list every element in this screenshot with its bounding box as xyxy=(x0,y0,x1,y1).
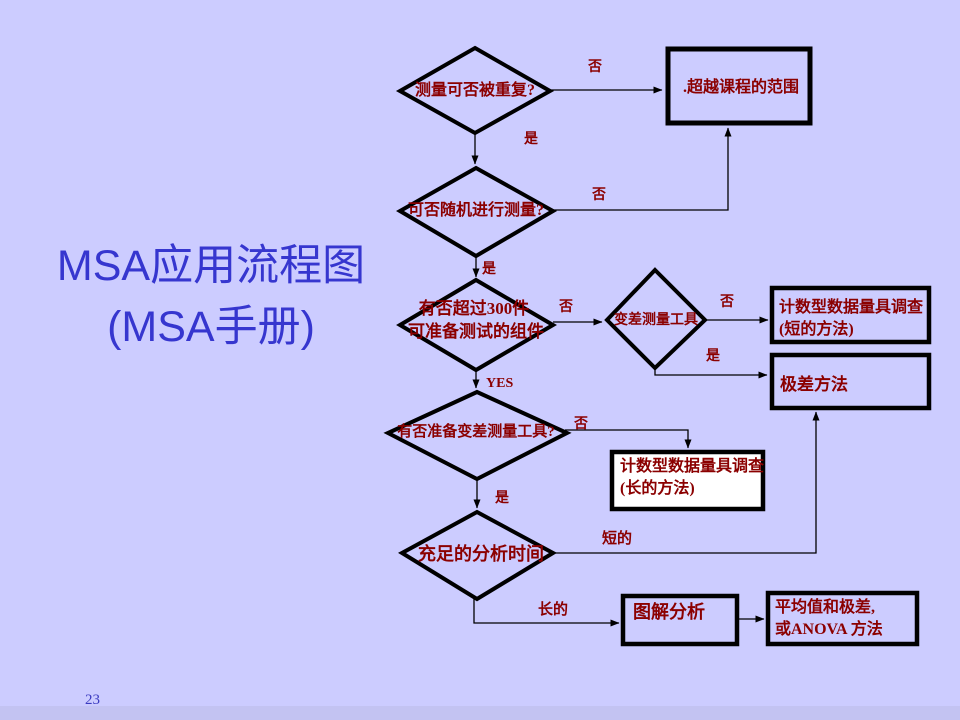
edge-label-ready-no: 否 xyxy=(574,417,588,432)
edge-time-long xyxy=(473,599,620,627)
edge-label-gage-yes: 是 xyxy=(706,349,720,364)
slide-edge-strip xyxy=(0,706,960,720)
diamond-over300 xyxy=(396,277,557,373)
diamond-repeatable xyxy=(395,45,555,136)
box-range-method-label: 极差方法 xyxy=(780,375,848,394)
diamond-random-label: 可否随机进行测量? xyxy=(407,202,545,219)
box-attribute-long xyxy=(609,449,766,512)
diamond-variable-gage-label: 变差测量工具 xyxy=(614,313,698,328)
edge-gage-yes xyxy=(654,368,768,379)
edge-label-repeatable-no: 否 xyxy=(588,60,602,75)
box-beyond-scope-label: .超越课程的范围 xyxy=(682,79,800,96)
diamond-repeatable-label: 测量可否被重复? xyxy=(414,82,536,99)
diamond-analysis-time-label: 充足的分析时间 xyxy=(418,544,544,564)
edge-time-short xyxy=(553,411,820,554)
diamond-over300-label-line1: 有否超过300件 xyxy=(418,299,530,318)
box-attribute-long-label-line2: (长的方法) xyxy=(620,480,695,497)
diamond-random xyxy=(396,165,558,259)
edge-label-random-yes: 是 xyxy=(482,262,496,277)
diamond-over300-label-line2: 可准备测试的组件 xyxy=(408,322,544,341)
edge-label-time-short: 短的 xyxy=(602,531,633,547)
box-beyond-scope xyxy=(665,46,813,126)
box-attribute-short-label-line1: 计数型数据量具调查 xyxy=(779,299,924,316)
edge-label-repeatable-yes: 是 xyxy=(524,132,538,147)
box-anova xyxy=(765,590,920,647)
diamond-variable-gage xyxy=(604,267,708,371)
diamond-gage-ready xyxy=(383,389,572,482)
edge-label-time-long: 长的 xyxy=(538,602,569,618)
edge-label-over300-no: 否 xyxy=(559,300,573,315)
box-anova-label-line1: 平均值和极差, xyxy=(775,599,876,616)
box-graphical-analysis xyxy=(620,593,740,647)
edge-label-ready-yes: 是 xyxy=(495,491,509,506)
diamond-analysis-time xyxy=(398,509,558,602)
page-number: 23 xyxy=(85,692,100,708)
diamond-gage-ready-label: 有否准备变差测量工具? xyxy=(397,424,555,440)
edge-label-random-no: 否 xyxy=(592,188,606,203)
slide-title: MSA应用流程图 (MSA手册) xyxy=(25,236,397,358)
box-anova-label-line2: 或ANOVA 方法 xyxy=(775,621,883,638)
box-range-method xyxy=(769,352,932,411)
edge-label-gage-no: 否 xyxy=(720,295,734,310)
slide-title-line2: (MSA手册) xyxy=(107,303,315,351)
edge-label-over300-yes: YES xyxy=(486,376,514,391)
box-attribute-short xyxy=(769,285,932,345)
edge-ready-no xyxy=(565,429,692,449)
box-attribute-long-label-line1: 计数型数据量具调查 xyxy=(620,458,765,475)
box-graphical-analysis-label: 图解分析 xyxy=(633,602,705,622)
slide-title-line1: MSA应用流程图 xyxy=(56,242,366,290)
box-attribute-short-label-line2: (短的方法) xyxy=(779,321,854,338)
edge-random-no xyxy=(553,127,732,211)
